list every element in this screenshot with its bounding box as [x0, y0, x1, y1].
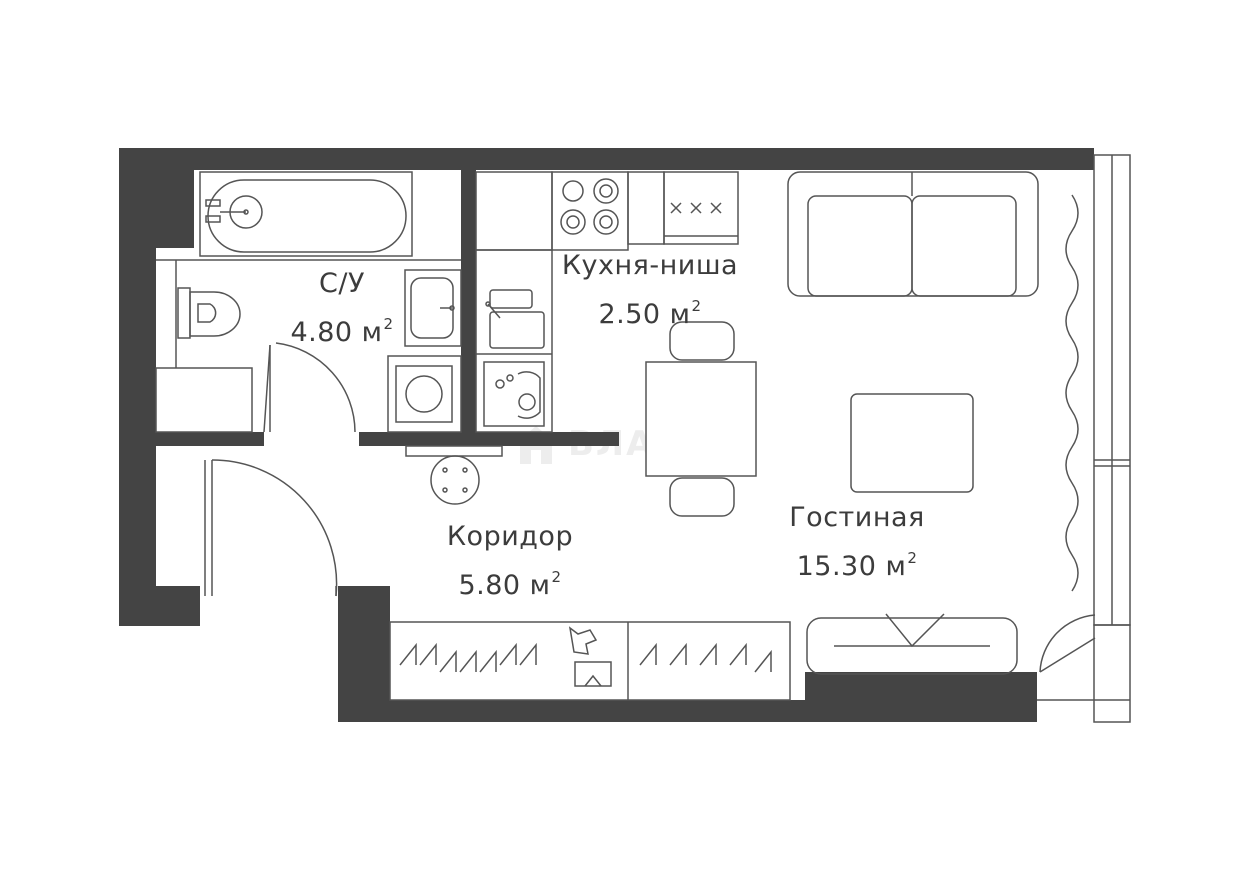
tv-console: [806, 613, 1018, 675]
room-area: 2.50 м2: [598, 297, 702, 330]
bathtub: [199, 171, 413, 257]
wardrobe: [389, 621, 791, 701]
coffee-table: [850, 393, 974, 493]
entry-door: [204, 459, 338, 597]
shoe-bench: [405, 445, 503, 505]
fridge: [627, 171, 739, 245]
walls: [119, 148, 1094, 722]
kitchen-counter: [475, 171, 553, 433]
dishwasher: [483, 361, 545, 427]
dining-table: [645, 321, 757, 517]
curtain: [1065, 194, 1079, 592]
balcony-door: [1039, 614, 1096, 673]
room-label-kitchen: Кухня-ниша 2.50 м2: [550, 246, 750, 335]
bathroom-door: [263, 342, 356, 433]
room-name: С/У: [319, 268, 365, 299]
bathroom-sink: [404, 269, 462, 347]
room-label-bathroom: С/У 4.80 м2: [282, 264, 402, 353]
washing-machine: [387, 355, 462, 433]
room-area: 4.80 м2: [290, 315, 394, 348]
room-area: 15.30 м2: [796, 549, 918, 582]
toilet: [177, 287, 241, 339]
room-label-living: Гостиная 15.30 м2: [777, 498, 937, 587]
bathroom-partitions: [155, 259, 461, 433]
room-label-corridor: Коридор 5.80 м2: [430, 517, 590, 606]
windows: [1037, 154, 1131, 723]
cooktop: [551, 171, 629, 251]
sofa: [787, 171, 1039, 297]
room-area: 5.80 м2: [458, 568, 562, 601]
room-name: Кухня-ниша: [561, 250, 739, 281]
room-name: Гостиная: [789, 502, 925, 533]
room-name: Коридор: [446, 521, 574, 552]
kitchen-sink: [485, 289, 545, 349]
